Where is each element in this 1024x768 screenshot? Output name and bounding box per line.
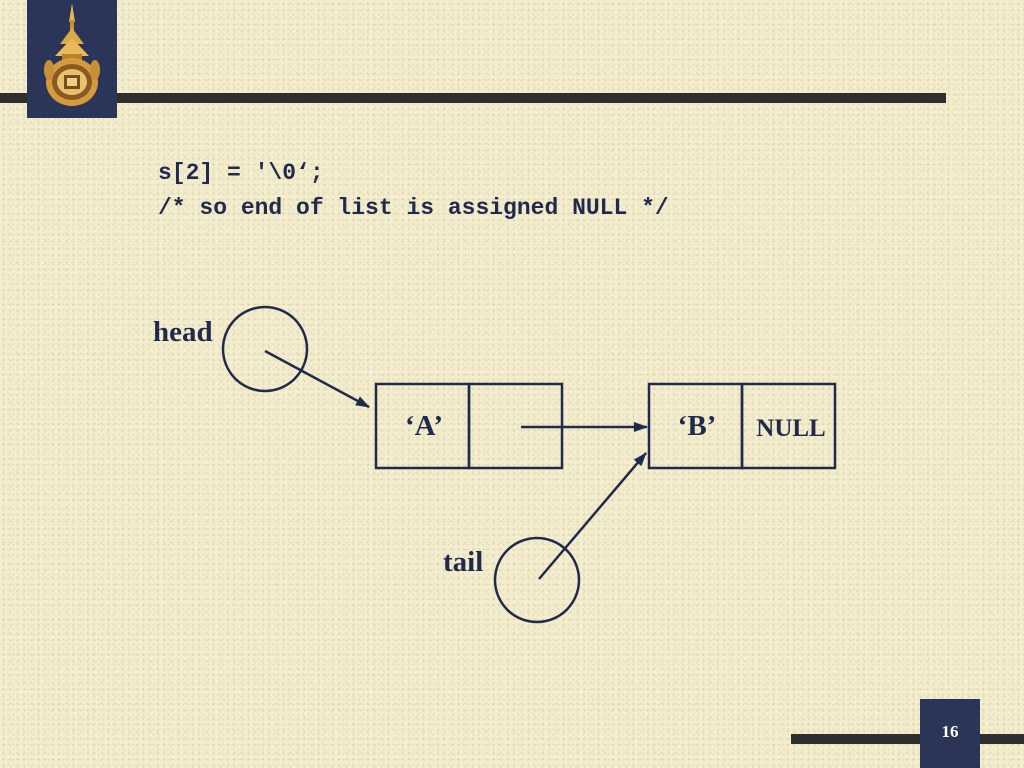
footer-rule: [791, 734, 1024, 744]
tail-pointer-circle: [493, 536, 581, 624]
node-b-next-cell: [740, 382, 837, 470]
university-seal-icon: [44, 3, 100, 106]
head-pointer-circle: [221, 305, 309, 393]
code-line-1: s[2] = '\0‘;: [158, 160, 324, 186]
header-rule: [0, 93, 946, 103]
head-label: head: [153, 316, 213, 348]
list-node-b: ‘B’ NULL: [647, 382, 837, 470]
tail-label: tail: [443, 546, 483, 578]
node-b-next: NULL: [756, 415, 825, 442]
page-number: 16: [941, 722, 959, 741]
page-number-box: [920, 699, 980, 768]
logo-block: [27, 0, 117, 118]
code-line-2: /* so end of list is assigned NULL */: [158, 195, 669, 221]
head-arrow: [264, 349, 370, 409]
node-a-value: ‘A’: [405, 410, 443, 442]
node-b-value: ‘B’: [678, 410, 717, 442]
tail-arrow: [538, 452, 647, 580]
